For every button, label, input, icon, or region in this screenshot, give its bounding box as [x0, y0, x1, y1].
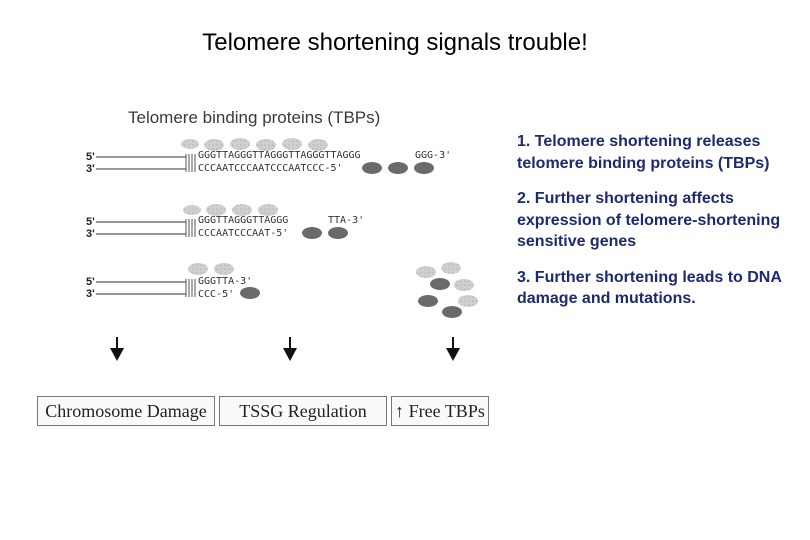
note-3: 3. Further shortening leads to DNA damag…	[517, 268, 782, 308]
strand-3-bottom-label: 3'	[86, 288, 95, 300]
tbp-dark	[388, 162, 408, 174]
tbp-dark	[442, 306, 462, 318]
note-2: 2. Further shortening affects expression…	[517, 190, 781, 250]
tbp-light	[206, 204, 226, 216]
strand-2-top-seq: GGGTTAGGGTTAGGG	[198, 215, 288, 226]
outcome-free-tbps: ↑ Free TBPs	[391, 396, 489, 426]
strand-1-ladder	[185, 154, 196, 172]
outcome-tssg-regulation: TSSG Regulation	[219, 396, 387, 426]
strand-2-bottom-label: 3'	[86, 228, 95, 240]
page-title: Telomere shortening signals trouble!	[202, 29, 588, 56]
tbp-light	[230, 138, 250, 150]
tbp-light	[308, 139, 328, 151]
tbp-light	[458, 295, 478, 307]
tbp-dark	[430, 278, 450, 290]
strand-2-ladder	[185, 219, 196, 237]
tbp-light	[441, 262, 461, 274]
tbp-light	[232, 204, 252, 216]
tbp-dark	[328, 227, 348, 239]
strand-2-bottom-seq: CCCAATCCCAAT-5'	[198, 228, 288, 239]
strand-3-top-seq: GGGTTA-3'	[198, 276, 252, 287]
explanation-list: 1. Telomere shortening releases telomere…	[517, 131, 787, 324]
strand-1-top-seq: GGGTTAGGGTTAGGGTTAGGGTTAGGG	[198, 150, 361, 161]
strand-3-ladder	[185, 279, 196, 297]
tbp-dark	[240, 287, 260, 299]
strand-2: 5' 3' GGGTTAGGGTTAGGG TTA-3' CCCAATCCCAA…	[86, 204, 364, 240]
tbp-dark	[302, 227, 322, 239]
outcome-boxes: Chromosome Damage TSSG Regulation ↑ Free…	[37, 396, 493, 428]
tbp-light	[454, 279, 474, 291]
tbp-light	[214, 263, 234, 275]
tbp-light	[282, 138, 302, 150]
free-tbp-cluster	[416, 262, 478, 318]
tbp-light	[188, 263, 208, 275]
tbp-dark	[414, 162, 434, 174]
strand-1: 5' 3' GGGTTAGGGTTAGGGTTAGGGTTAGGG GGG-3'…	[86, 138, 451, 175]
tbp-light	[183, 205, 201, 215]
tbp-light	[181, 139, 199, 149]
tbp-dark	[418, 295, 438, 307]
strand-2-top-label: 5'	[86, 216, 95, 228]
strand-3-bottom-seq: CCC-5'	[198, 289, 234, 300]
down-arrow-icon	[446, 337, 460, 361]
outcome-chromosome-damage: Chromosome Damage	[37, 396, 215, 426]
strand-1-bottom-label: 3'	[86, 163, 95, 175]
down-arrow-icon	[283, 337, 297, 361]
strand-3: 5' 3' GGGTTA-3' CCC-5'	[86, 263, 260, 300]
strand-1-bottom-seq: CCCAATCCCAATCCCAATCCC-5'	[198, 163, 343, 174]
tbp-light	[256, 139, 276, 151]
tbp-light	[204, 139, 224, 151]
tbp-light	[258, 204, 278, 216]
down-arrow-icon	[110, 337, 124, 361]
strand-1-top-label: 5'	[86, 151, 95, 163]
strand-1-top-end: GGG-3'	[415, 150, 451, 161]
strand-2-top-end: TTA-3'	[328, 215, 364, 226]
strand-3-top-label: 5'	[86, 276, 95, 288]
tbp-dark	[362, 162, 382, 174]
diagram-subtitle: Telomere binding proteins (TBPs)	[128, 108, 381, 127]
note-1: 1. Telomere shortening releases telomere…	[517, 133, 770, 172]
tbp-light	[416, 266, 436, 278]
